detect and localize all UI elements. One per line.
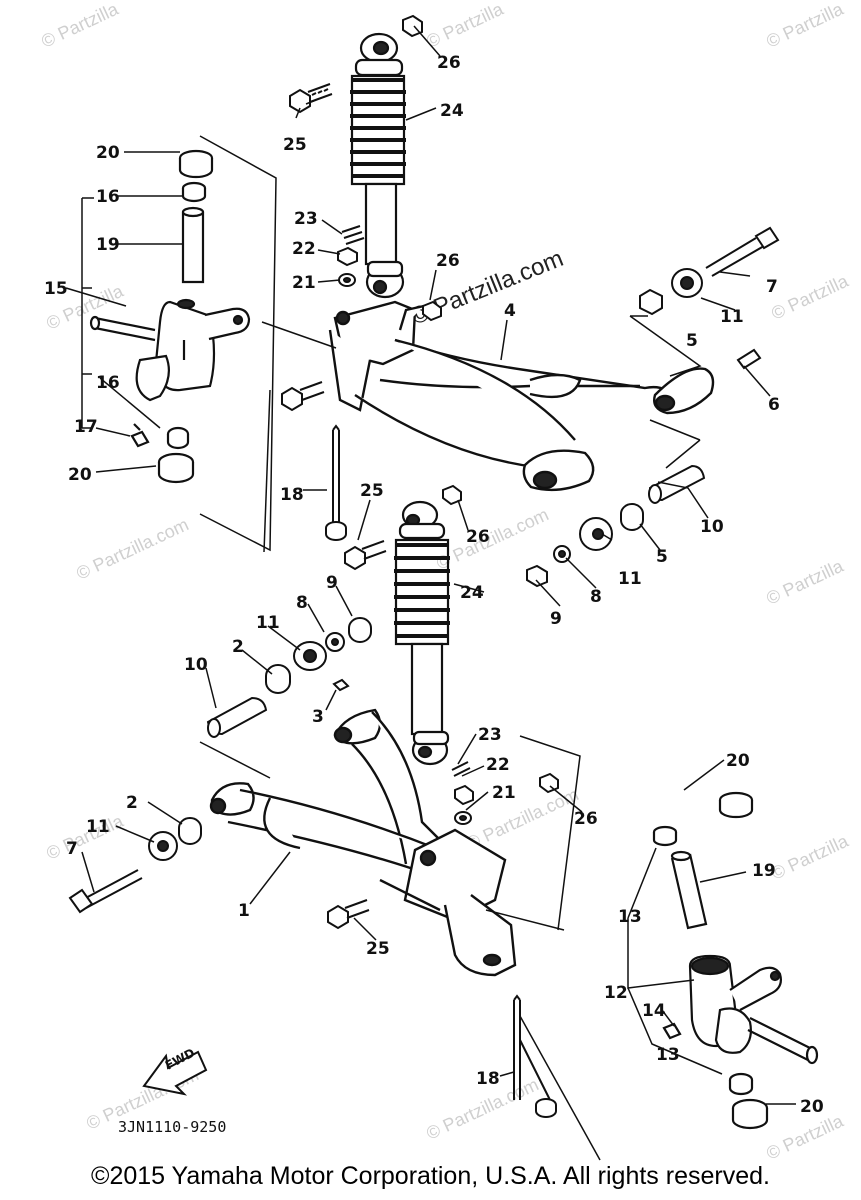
callout: 8 [296, 593, 308, 613]
callout: 11 [256, 613, 280, 633]
callout: 13 [656, 1045, 680, 1065]
watermark: © Partzilla [763, 1110, 847, 1163]
callout: 17 [74, 417, 98, 437]
callout: 10 [184, 655, 208, 675]
callout: 26 [466, 527, 490, 547]
callout: 10 [700, 517, 724, 537]
callout: 11 [618, 569, 642, 589]
callout: 26 [437, 53, 461, 73]
callout: 18 [476, 1069, 500, 1089]
callout: 4 [504, 301, 516, 321]
upper-shock-mount-hardware [289, 14, 423, 114]
callout: 5 [656, 547, 668, 567]
callout: 18 [280, 485, 304, 505]
leader-lines [65, 25, 796, 1161]
callout: 5 [686, 331, 698, 351]
watermark: © Partzilla.com [433, 504, 551, 573]
left-steering-knuckle [89, 149, 251, 484]
callout: 25 [283, 135, 307, 155]
watermark: © Partzilla [763, 0, 847, 52]
watermark: © Partzilla [423, 0, 507, 52]
callout: 12 [604, 983, 628, 1003]
callout: 3 [312, 707, 324, 727]
callout: 14 [642, 1001, 666, 1021]
callout: 6 [768, 395, 780, 415]
callout: 16 [96, 373, 120, 393]
lower-arm-hardware [68, 484, 644, 1118]
callout: 20 [726, 751, 750, 771]
forward-direction-arrow: FWD [142, 1046, 208, 1096]
callout: 19 [752, 861, 776, 881]
copyright-notice: ©2015 Yamaha Motor Corporation, U.S.A. A… [91, 1162, 770, 1190]
callout: 21 [492, 783, 516, 803]
watermark: © Partzilla.com [463, 784, 581, 853]
callout: 23 [294, 209, 318, 229]
callout: 11 [720, 307, 744, 327]
callout: 8 [590, 587, 602, 607]
right-steering-knuckle [652, 791, 819, 1130]
callout: 25 [366, 939, 390, 959]
callout: 25 [360, 481, 384, 501]
callout: 21 [292, 273, 316, 293]
upper-a-arm [328, 300, 715, 492]
callout: 20 [96, 143, 120, 163]
callout-numbers: 26 25 24 20 16 19 23 22 21 26 4 7 11 5 6… [44, 53, 824, 1117]
callout: 7 [66, 839, 78, 859]
callout: 11 [86, 817, 110, 837]
callout: 15 [44, 279, 68, 299]
callout: 1 [238, 901, 250, 921]
watermark: © Partzilla [38, 0, 122, 52]
watermark: © Partzilla.com [73, 514, 191, 583]
lower-a-arm [209, 708, 517, 977]
upper-arm-hardware [281, 225, 780, 541]
callout: 19 [96, 235, 120, 255]
callout: 26 [574, 809, 598, 829]
callout: 13 [618, 907, 642, 927]
callout: 2 [126, 793, 138, 813]
callout: 22 [486, 755, 510, 775]
watermark: © Partzilla [768, 830, 852, 883]
callout: 7 [766, 277, 778, 297]
callout: 22 [292, 239, 316, 259]
watermark: © Partzilla [763, 555, 847, 608]
figure-code: 3JN1110-9250 [118, 1118, 226, 1136]
callout: 24 [460, 583, 484, 603]
upper-shock-absorber [350, 32, 406, 299]
callout: 16 [96, 187, 120, 207]
callout: 20 [68, 465, 92, 485]
callout: 9 [326, 573, 338, 593]
lower-shock-absorber [394, 500, 450, 766]
callout: 2 [232, 637, 244, 657]
callout: 9 [550, 609, 562, 629]
callout: 24 [440, 101, 464, 121]
callout: 26 [436, 251, 460, 271]
watermark: © Partzilla [768, 270, 852, 323]
callout: 20 [800, 1097, 824, 1117]
callout: 23 [478, 725, 502, 745]
